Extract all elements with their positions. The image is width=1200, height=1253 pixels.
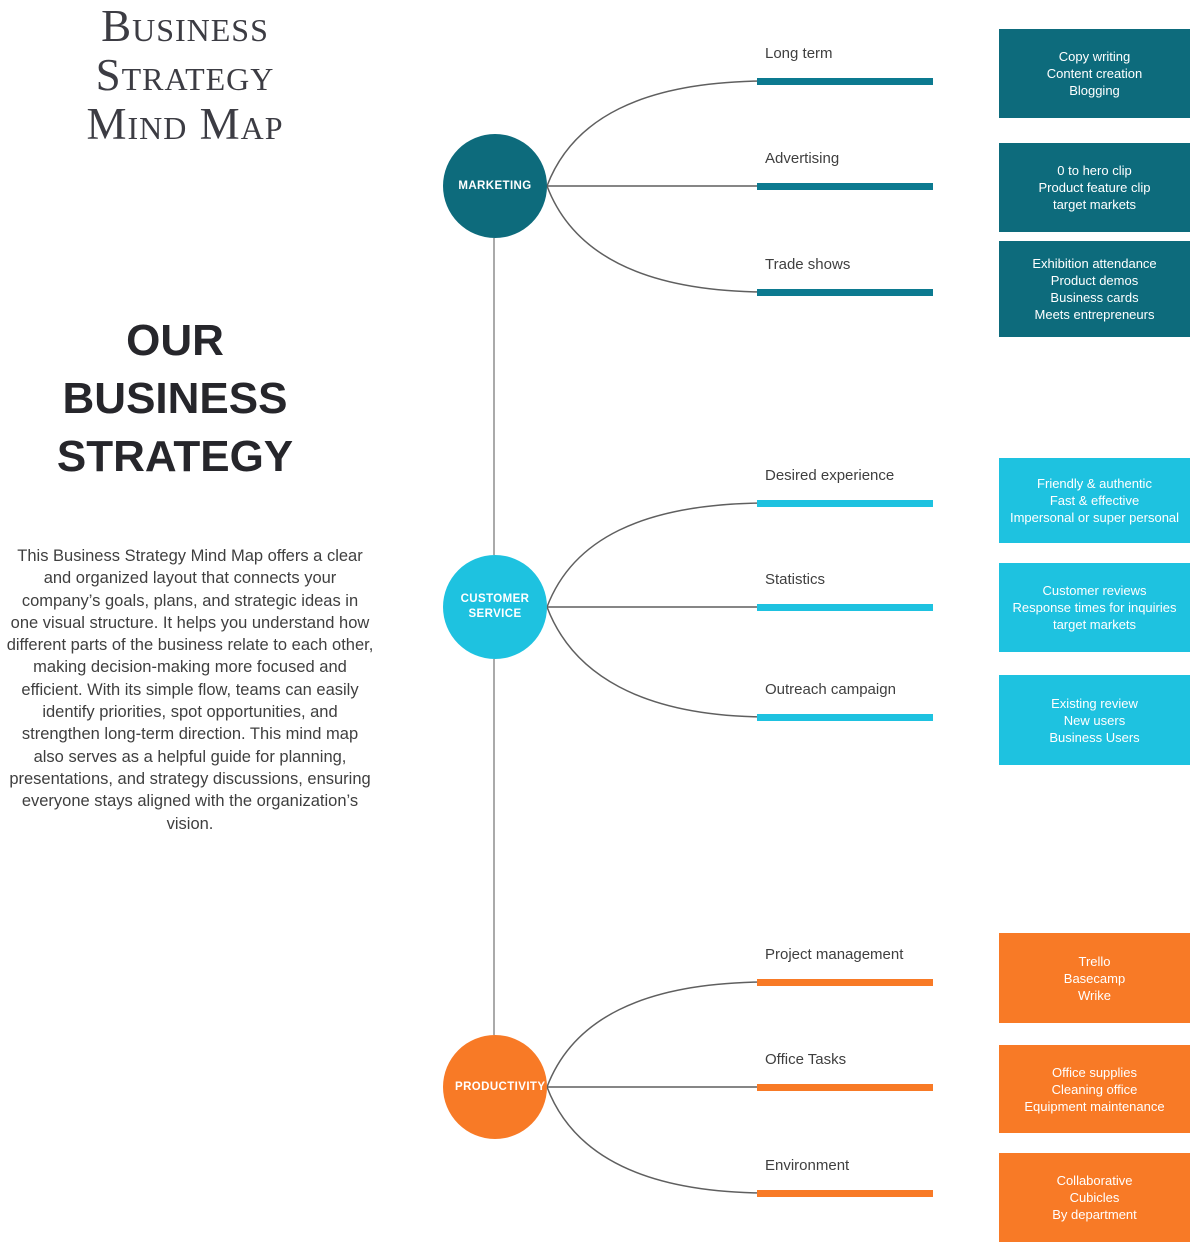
page-heading: OUR BUSINESS STRATEGY [56,316,294,481]
detail-item: Customer reviews [1042,583,1147,598]
detail-item: New users [1063,712,1126,728]
detail-item: Exhibition attendance [1032,256,1157,271]
branch-bar-long-term [757,77,933,85]
node-label-productivity: PRODUCTIVITY [455,1080,546,1093]
detail-item: Existing review [1051,695,1138,711]
detail-item: target markets [1052,617,1137,632]
node-label-customer-service: CUSTOMER SERVICE [460,593,530,620]
detail-item: Product demos [1050,273,1139,288]
branch-label-advertising: Advertising [765,150,840,167]
branch-label-desired-experience: Desired experience [765,467,895,484]
branch-label-office-tasks: Office Tasks [765,1051,847,1068]
detail-item: Equipment maintenance [1024,1098,1165,1114]
node-circle-marketing: MARKETING [443,134,547,238]
page-description: This Business Strategy Mind Map offers a… [6,547,374,833]
node-circle-productivity: PRODUCTIVITY [443,1035,547,1139]
branch-label-outreach-campaign: Outreach campaign [765,681,896,698]
branch-bar-desired-experience [757,499,933,507]
page-title: Business Strategy Mind Map [86,1,284,149]
branch-bar-trade-shows [757,288,933,296]
branch-curve [546,185,770,293]
detail-item: Collaborative [1056,1173,1133,1188]
detail-item: Product feature clip [1038,180,1151,195]
detail-item: Meets entrepreneurs [1034,307,1155,322]
branch-curve [546,80,770,187]
detail-item: Blogging [1069,83,1120,98]
detail-item: Content creation [1046,66,1143,81]
branch-bar-project-management [757,978,933,986]
detail-item: Response times for inquiries [1012,600,1177,615]
branch-bar-office-tasks [757,1083,933,1091]
detail-item: Trello [1078,953,1111,969]
branch-bar-environment [757,1189,933,1197]
branch-bar-outreach-campaign [757,713,933,721]
detail-item: Impersonal or super personal [1009,510,1180,525]
branch-curve [546,606,770,718]
detail-item: Office supplies [1051,1064,1138,1080]
branch-label-project-management: Project management [765,946,904,963]
detail-item: Copy writing [1058,49,1131,64]
detail-item: Cleaning office [1051,1081,1138,1097]
node-label-marketing: MARKETING [458,179,532,192]
detail-item: 0 to hero clip [1057,163,1132,178]
branch-label-environment: Environment [765,1157,850,1174]
node-circle-customer-service: CUSTOMER SERVICE [443,555,547,659]
branch-bar-statistics [757,603,933,611]
detail-item: Cubicles [1069,1190,1120,1205]
detail-item: Business Users [1049,729,1140,745]
detail-item: By department [1052,1207,1137,1222]
branch-bar-advertising [757,182,933,190]
branch-label-statistics: Statistics [765,571,826,588]
detail-item: Basecamp [1063,970,1126,986]
detail-item: Fast & effective [1049,493,1140,508]
branch-curve [546,981,770,1088]
detail-item: Wrike [1078,987,1111,1003]
detail-item: Business cards [1050,290,1139,305]
detail-item: Friendly & authentic [1037,476,1152,491]
branch-label-trade-shows: Trade shows [765,256,851,273]
branch-curve [546,502,770,608]
branch-curve [546,1086,770,1194]
branch-label-long-term: Long term [765,45,833,62]
detail-item: target markets [1052,197,1137,212]
